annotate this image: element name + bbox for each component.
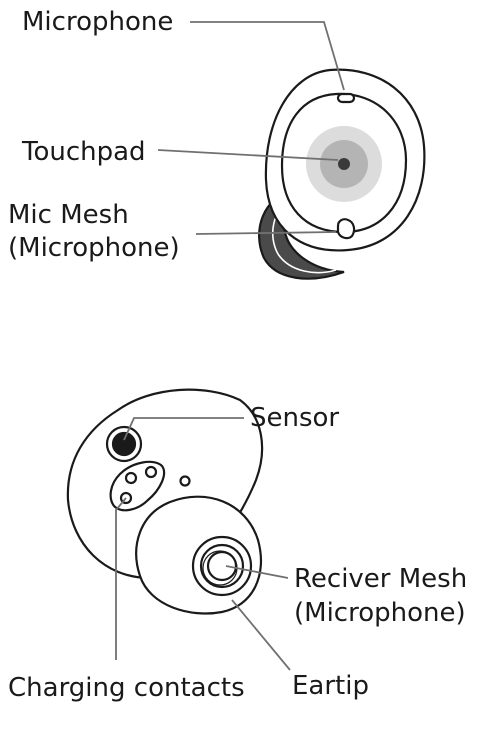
receiver-mesh-label-line2: (Microphone): [294, 598, 466, 628]
touchpad-leader: [157, 149, 339, 161]
sensor-inner: [111, 431, 137, 457]
bottom-earbud: [66, 388, 264, 615]
charging-contacts-label: Charging contacts: [8, 673, 245, 703]
sensor-label: Sensor: [250, 403, 340, 433]
mic-mesh-leader: [195, 231, 337, 235]
receiver-mesh-label-line1: Reciver Mesh: [294, 564, 468, 594]
nozzle-ring-inner: [206, 550, 238, 582]
mic-mesh-label-line1: Mic Mesh: [8, 200, 129, 230]
charging-contacts-leader: [115, 497, 127, 660]
charging-contact-1: [124, 471, 138, 485]
eartip-leader: [231, 599, 291, 671]
bottom-leader-lines: [115, 417, 291, 671]
small-vent-hole: [179, 475, 191, 487]
microphone-label: Microphone: [22, 7, 174, 37]
top-earbud: [258, 68, 426, 280]
charging-contact-2: [144, 465, 158, 479]
top-microphone-slot: [336, 92, 356, 104]
touchpad-label: Touchpad: [22, 137, 146, 167]
touchpad-center-dot: [338, 158, 350, 170]
microphone-leader: [190, 21, 345, 91]
top-leader-lines: [157, 21, 345, 235]
mic-mesh-bump: [336, 218, 356, 240]
mic-mesh-label-line2: (Microphone): [8, 233, 180, 263]
eartip-label: Eartip: [292, 671, 369, 701]
sensor-leader: [123, 417, 244, 441]
receiver-mesh-leader: [225, 565, 289, 579]
